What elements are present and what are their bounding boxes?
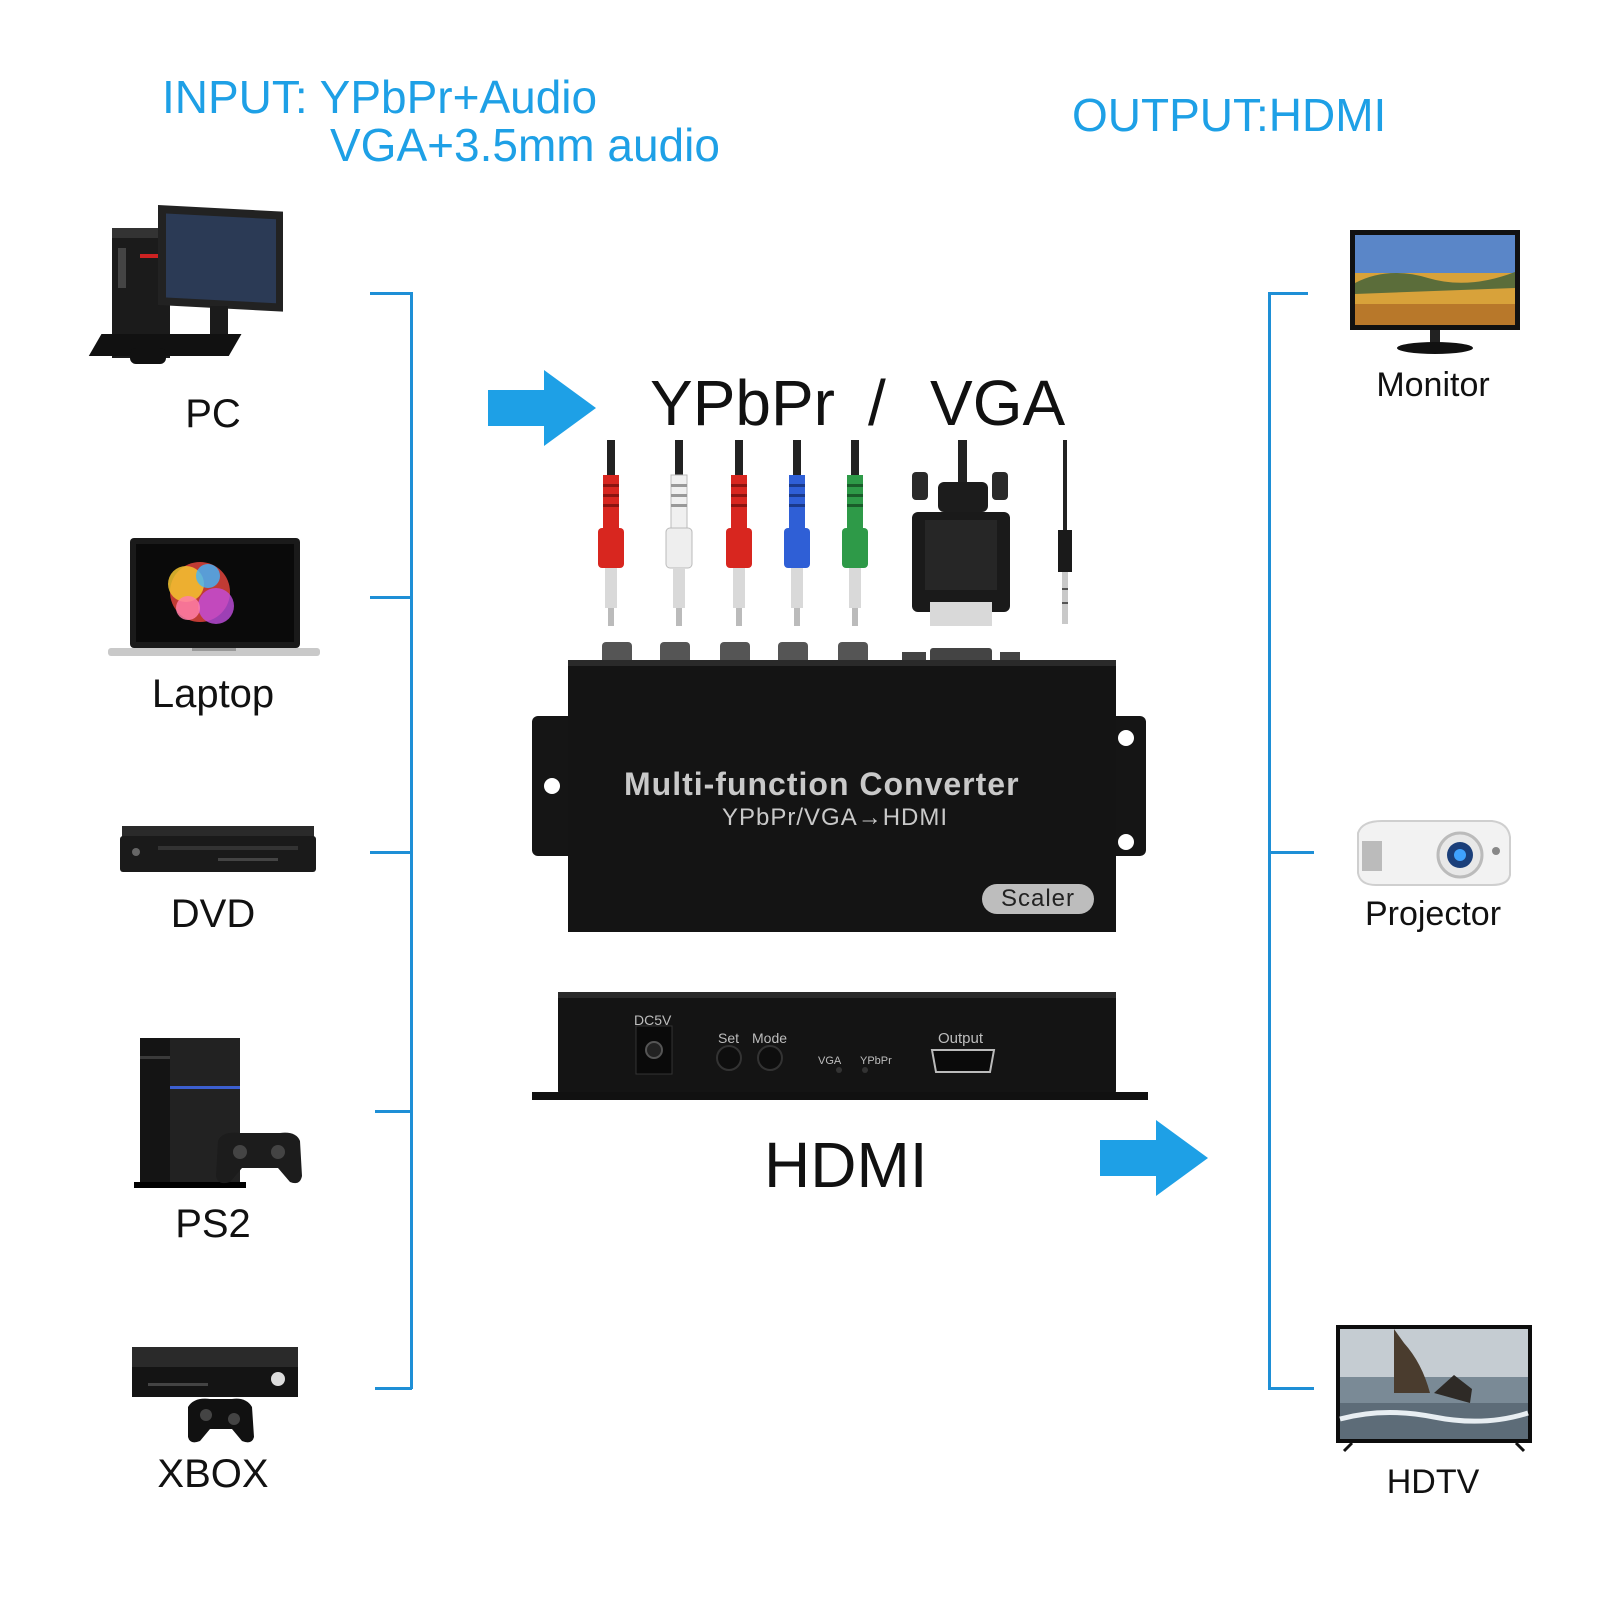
device-title: Multi-function Converter <box>624 766 1020 802</box>
input-header: INPUT: YPbPr+Audio <box>162 74 597 120</box>
rear-output-label: Output <box>938 1030 984 1047</box>
input-type-separator: / <box>868 367 886 439</box>
output-bracket-tick <box>1268 292 1308 295</box>
converter-rear-panel <box>532 992 1148 1100</box>
rca-red-plug <box>598 440 624 626</box>
input-label-ps2: PS2 <box>175 1202 251 1246</box>
rca-blue-plug <box>784 440 810 626</box>
input-label-xbox: XBOX <box>157 1452 269 1496</box>
output-bracket-tick <box>1268 1387 1314 1390</box>
input-type-vga: VGA <box>930 367 1066 439</box>
rear-mode-label: Mode <box>752 1030 788 1046</box>
input-label-pc: PC <box>185 392 241 436</box>
rear-led-ypbpr-label: YPbPr <box>860 1055 892 1067</box>
input-bracket-tick <box>370 292 412 295</box>
output-header: OUTPUT:HDMI <box>1072 89 1387 141</box>
scaler-badge: Scaler <box>982 884 1094 914</box>
output-label-projector: Projector <box>1364 895 1502 933</box>
input-bracket <box>410 292 413 1389</box>
game-console-icon <box>134 1038 302 1188</box>
input-header-line1: YPbPr+Audio <box>319 71 598 123</box>
output-label-hdtv: HDTV <box>1386 1463 1480 1501</box>
input-bracket-tick <box>370 596 412 599</box>
input-label-laptop: Laptop <box>151 672 275 716</box>
pc-icon <box>88 205 283 364</box>
xbox-icon <box>132 1347 298 1443</box>
rca-red-plug <box>726 440 752 626</box>
output-arrow-icon <box>1100 1120 1208 1196</box>
audio-jack-plug <box>1058 440 1072 624</box>
rca-white-plug <box>665 440 693 626</box>
input-header-label: INPUT: <box>162 71 308 123</box>
dvd-player-icon <box>120 826 316 872</box>
tv-icon <box>1336 1325 1532 1453</box>
input-bracket-tick <box>370 851 412 854</box>
projector-icon <box>1357 820 1511 886</box>
laptop-icon <box>108 538 320 656</box>
rear-led-vga-label: VGA <box>818 1055 842 1067</box>
output-label-monitor: Monitor <box>1376 366 1490 404</box>
rear-set-label: Set <box>718 1030 740 1046</box>
input-label-dvd: DVD <box>170 892 256 936</box>
input-bracket-tick <box>375 1110 412 1113</box>
rca-green-plug <box>842 440 868 626</box>
input-bracket-tick <box>375 1387 412 1390</box>
output-bracket-tick <box>1268 851 1314 854</box>
output-type-hdmi: HDMI <box>764 1129 928 1201</box>
device-subtitle: YPbPr/VGA→HDMI <box>722 804 949 831</box>
rear-dc-label: DC5V <box>634 1012 672 1028</box>
monitor-icon <box>1350 230 1520 354</box>
input-cables <box>598 440 1072 626</box>
output-bracket <box>1268 292 1271 1389</box>
input-header-line2: VGA+3.5mm audio <box>330 119 720 171</box>
vga-plug <box>912 440 1010 626</box>
input-arrow-icon <box>488 370 596 446</box>
input-type-ypbpr: YPbPr <box>650 367 835 439</box>
